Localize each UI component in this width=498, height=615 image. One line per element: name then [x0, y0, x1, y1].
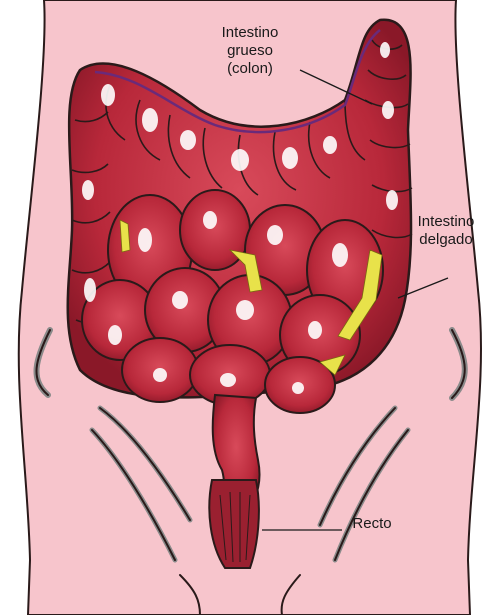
label-rectum: Recto — [332, 515, 412, 533]
label-large-intestine-line3: (colon) — [190, 60, 310, 78]
label-rectum-text: Recto — [332, 515, 412, 533]
label-small-intestine-line1: Intestino — [396, 213, 496, 231]
label-large-intestine-line2: grueso — [190, 42, 310, 60]
rectum — [209, 395, 259, 568]
label-large-intestine: Intestino grueso (colon) — [190, 24, 310, 78]
label-small-intestine-line2: delgado — [396, 231, 496, 249]
label-large-intestine-line1: Intestino — [190, 24, 310, 42]
label-small-intestine: Intestino delgado — [396, 213, 496, 249]
